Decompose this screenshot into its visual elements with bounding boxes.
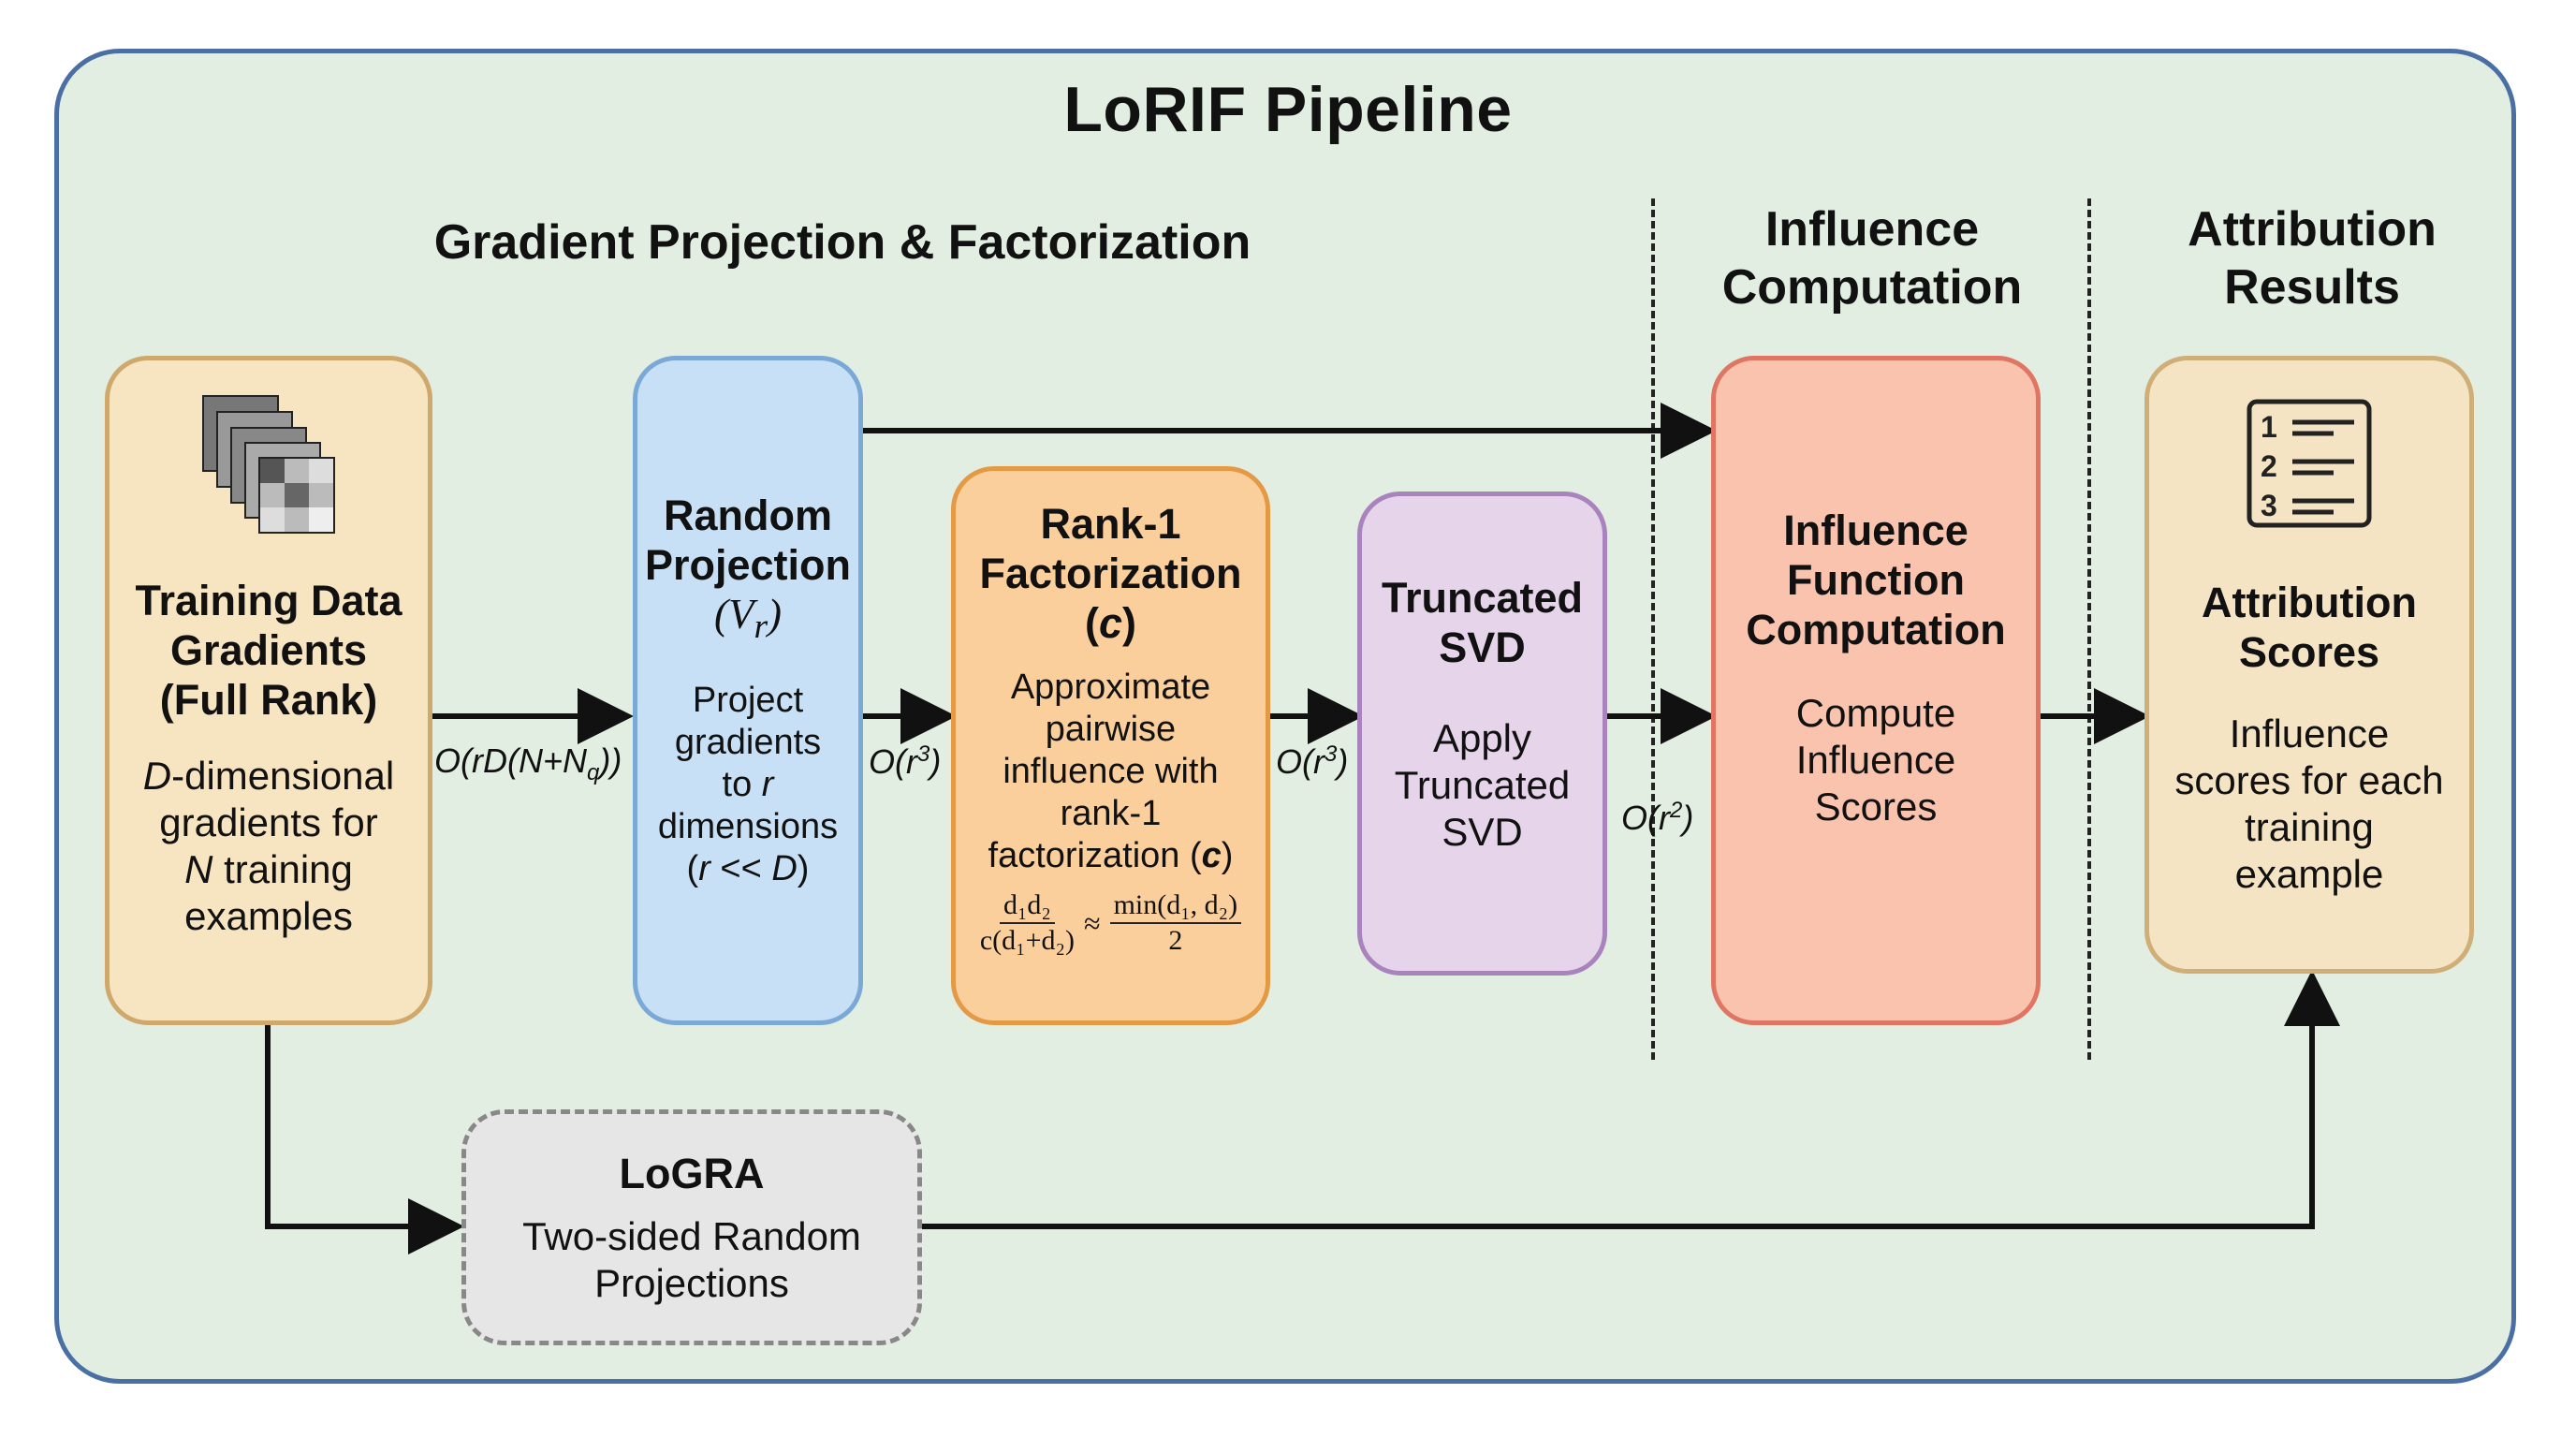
influence-description: Compute Influence Scores [1796,690,1955,830]
title-line: Computation [1746,606,2006,653]
logra-box[interactable]: LoGRA Two-sided Random Projections [461,1109,922,1345]
title-line: Random [663,492,832,539]
desc-line: N training [184,847,353,891]
rank-number: 3 [2261,489,2277,522]
desc-line: factorization (c) [988,836,1234,875]
desc-line: Scores [1814,785,1938,829]
ranked-list-icon: 1 2 3 [2247,399,2372,528]
title-line: Truncated [1381,574,1584,622]
desc-line: Approximate [1010,668,1211,707]
section-attribution-line: Attribution [2188,202,2437,257]
desc-line: scores for each [2174,758,2444,802]
desc-line: influence with [1003,752,1219,791]
formula-rhs-denominator: 2 [1168,925,1183,956]
rank-number: 1 [2261,410,2277,444]
title-line: SVD [1439,624,1526,671]
attribution-title: Attribution Scores [2202,578,2417,677]
desc-line: gradients [674,723,822,762]
attribution-description: Influence scores for each training examp… [2174,711,2443,898]
logra-title: LoGRA [619,1149,765,1197]
title-line: (Full Rank) [159,676,378,724]
desc-line: Project [692,681,804,720]
section-influence-line: Computation [1721,260,2023,315]
desc-line: to r [722,765,774,804]
diagram-title: LoRIF Pipeline [1063,74,1513,145]
influence-title: Influence Function Computation [1746,506,2005,654]
complexity-projection-to-rank1: O(r3) [869,741,942,781]
attribution-scores-box[interactable]: 1 2 3 Attribution Scores Influence score… [2144,356,2474,974]
title-line: Factorization [979,550,1242,597]
random-projection-box[interactable]: Random Projection (Vr) Project gradients… [633,356,863,1025]
training-title: Training Data Gradients (Full Rank) [135,576,402,725]
section-influence-computation: Influence Computation [1666,200,2078,316]
title-line: Scores [2238,628,2380,676]
section-attribution-line: Results [2224,260,2400,315]
rank-number: 2 [2261,449,2277,483]
desc-line: D-dimensional [142,754,395,798]
formula-rhs: min(d₁, d₂) 2 [1109,888,1242,958]
title-line: Gradients [169,626,368,674]
desc-line: SVD [1442,810,1523,854]
training-gradients-box[interactable]: Training Data Gradients (Full Rank) D-di… [105,356,432,1025]
desc-line: example [2234,852,2384,896]
desc-line: Influence [1795,738,1956,782]
logra-description: Two-sided Random Projections [522,1213,861,1307]
desc-line: (r << D) [686,849,810,888]
title-line: Function [1787,556,1965,604]
desc-line: Influence [2229,712,2390,756]
desc-line: Truncated [1394,763,1571,807]
complexity-rank1-to-svd: O(r3) [1276,741,1349,781]
rank1-title: Rank-1 Factorization (c) [979,499,1241,648]
desc-line: Two-sided Random [522,1213,861,1258]
desc-line: Projections [594,1260,789,1305]
influence-function-box[interactable]: Influence Function Computation Compute I… [1711,356,2041,1025]
title-line: Training Data [135,577,402,624]
projection-title: Random Projection (Vr) [645,491,851,652]
title-line: Projection [644,541,852,589]
projection-description: Project gradients to r dimensions (r << … [658,680,838,890]
desc-line: examples [184,894,353,938]
title-line: (c) [1084,599,1137,647]
formula-lhs: d₁d₂ c(d₁+d₂) [980,888,1075,958]
rank1-formula: d₁d₂ c(d₁+d₂) ≈ min(d₁, d₂) 2 [980,888,1242,958]
rank1-description: Approximate pairwise influence with rank… [988,667,1234,877]
stacked-gradient-matrices-icon [202,395,335,534]
desc-line: gradients for [159,800,378,844]
rank1-factorization-box[interactable]: Rank-1 Factorization (c) Approximate pai… [951,466,1270,1025]
truncated-svd-box[interactable]: Truncated SVD Apply Truncated SVD [1357,492,1607,976]
svd-description: Apply Truncated SVD [1395,715,1571,856]
desc-line: Compute [1795,691,1956,735]
desc-line: dimensions [657,807,839,846]
svd-title: Truncated SVD [1382,573,1583,672]
desc-line: Apply [1432,716,1532,760]
desc-line: training [2245,805,2374,849]
formula-rhs-numerator: min(d₁, d₂) [1109,888,1242,924]
complexity-training-to-projection: O(rD(N+Nq)) [434,741,622,786]
section-gradient-projection: Gradient Projection & Factorization [433,215,1251,270]
formula-lhs-numerator: d₁d₂ [999,888,1055,924]
desc-line: pairwise [1045,710,1177,749]
divider-influence [1651,198,1655,1060]
training-description: D-dimensional gradients for N training e… [143,753,394,940]
formula-lhs-denominator: c(d₁+d₂) [979,925,1075,956]
complexity-svd-to-influence: O(r2) [1621,798,1694,837]
section-influence-line: Influence [1764,202,1980,257]
title-line: Influence [1783,506,1969,554]
section-attribution-results: Attribution Results [2106,200,2518,316]
arrow-logra-to-attribution [922,970,2340,1229]
formula-approx: ≈ [1084,905,1101,940]
desc-line: rank-1 [1060,794,1162,833]
title-line: Rank-1 [1040,500,1181,548]
arrow-training-to-logra [265,1025,464,1255]
divider-attribution [2087,198,2091,1060]
title-line: Attribution [2202,579,2417,626]
title-line: (Vr) [713,591,783,646]
